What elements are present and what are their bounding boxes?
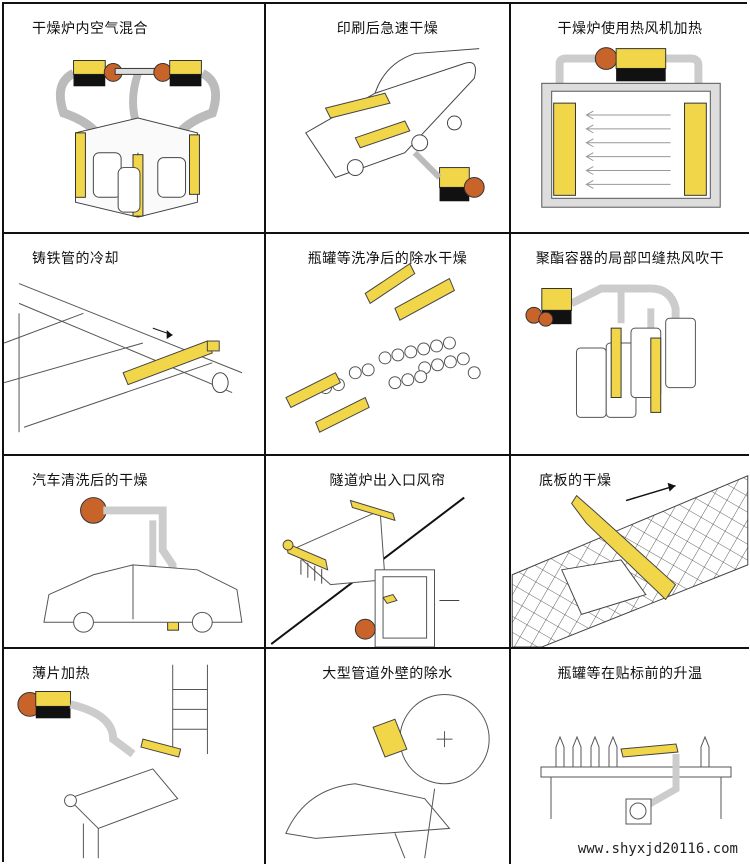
pre-label-warming-illustration	[540, 735, 732, 825]
panel-title: 底板的干燥	[539, 473, 612, 489]
panel-title: 瓶罐等在贴标前的升温	[557, 666, 703, 682]
panel-title: 干燥炉内空气混合	[32, 21, 148, 37]
panel-tunnel-oven-air-curtain: 隧道炉出入口风帘	[266, 456, 511, 649]
panel-title: 汽车清洗后的干燥	[32, 473, 148, 489]
sheet-heating-illustration	[17, 664, 208, 859]
car-drying-illustration	[43, 497, 243, 633]
panel-title: 薄片加热	[32, 666, 90, 682]
panel-hot-air-oven-heating: 干燥炉使用热风机加热	[511, 4, 749, 234]
website-watermark: www.shyxjd20116.com	[574, 840, 741, 858]
pipe-cooling-illustration	[4, 283, 243, 433]
hot-air-oven-illustration	[541, 47, 721, 208]
panel-title: 干燥炉使用热风机加热	[557, 21, 703, 37]
pipe-water-removal-illustration	[285, 694, 490, 859]
panel-bottle-wash-drying: 瓶罐等洗净后的除水干燥	[266, 234, 511, 456]
panel-cast-iron-pipe-cooling: 铸铁管的冷却	[4, 234, 266, 456]
panel-car-wash-drying: 汽车清洗后的干燥	[4, 456, 266, 649]
panel-title: 铸铁管的冷却	[32, 251, 119, 267]
bottle-drying-illustration	[285, 263, 481, 433]
print-drying-illustration	[305, 48, 485, 202]
panel-polyester-container-drying: 聚酯容器的局部凹缝热风吹干	[511, 234, 749, 456]
panel-title: 印刷后急速干燥	[336, 21, 439, 37]
panel-title: 聚酯容器的局部凹缝热风吹干	[535, 251, 725, 267]
panel-bottle-pre-label-warming: 瓶罐等在贴标前的升温 www.shyxjd20116.com	[511, 649, 749, 864]
panel-post-print-drying: 印刷后急速干燥	[266, 4, 511, 234]
air-curtain-illustration	[270, 496, 465, 647]
oven-air-mixing-illustration	[55, 60, 221, 218]
panel-sheet-heating: 薄片加热	[4, 649, 266, 864]
panel-oven-air-mixing: 干燥炉内空气混合	[4, 4, 266, 234]
board-drying-illustration	[511, 475, 749, 647]
panel-large-pipe-water-removal: 大型管道外壁的除水	[266, 649, 511, 864]
panel-title: 隧道炉出入口风帘	[329, 473, 446, 489]
panel-title: 大型管道外壁的除水	[322, 666, 453, 682]
panel-title: 瓶罐等洗净后的除水干燥	[307, 251, 468, 267]
polyester-container-illustration	[525, 284, 696, 418]
panel-board-drying: 底板的干燥	[511, 456, 749, 649]
